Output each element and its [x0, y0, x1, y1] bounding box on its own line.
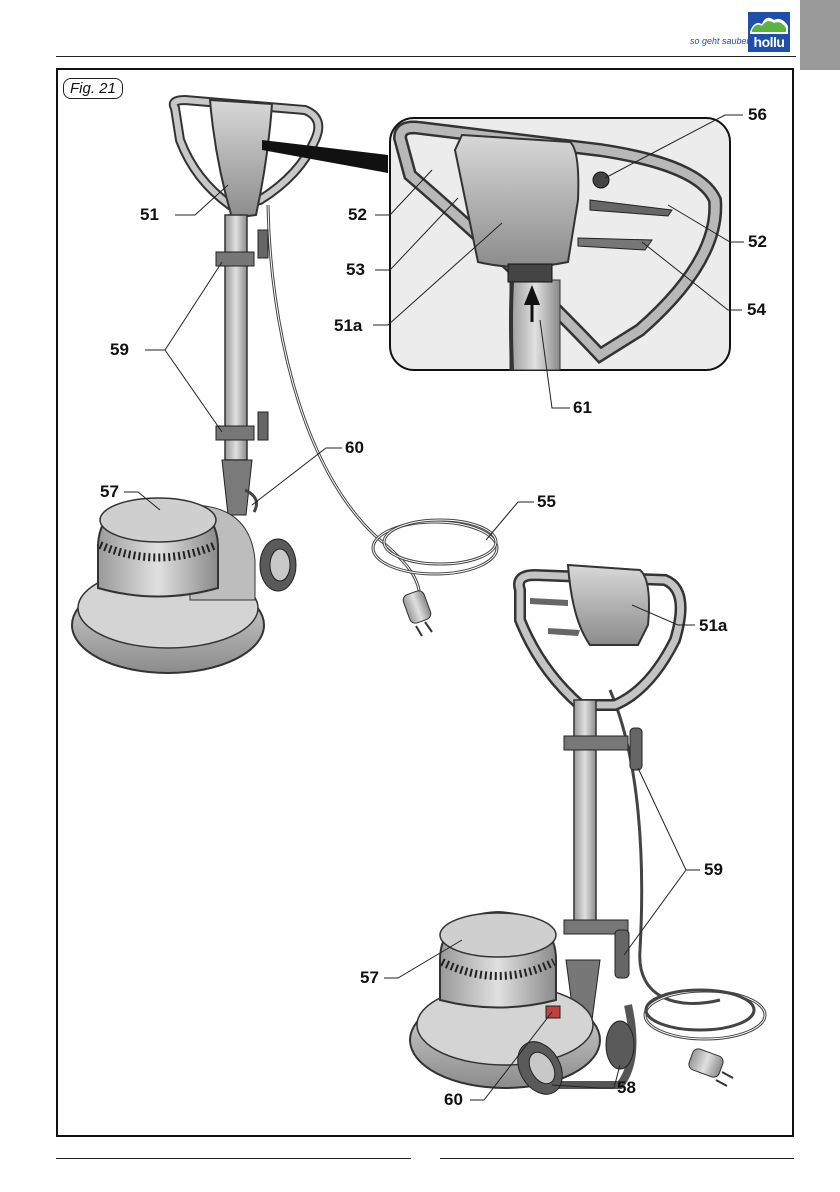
callout-51: 51 — [140, 205, 159, 225]
callout-58: 58 — [617, 1078, 636, 1098]
handle-detail-inset — [262, 118, 730, 370]
footer-rule-left — [56, 1158, 411, 1159]
callout-53: 53 — [346, 260, 365, 280]
figure-label: Fig. 21 — [63, 78, 123, 99]
callout-60-left: 60 — [345, 438, 364, 458]
callout-60-right: 60 — [444, 1090, 463, 1110]
callout-57-right: 57 — [360, 968, 379, 988]
callout-54: 54 — [747, 300, 766, 320]
footer-rule-right — [440, 1158, 794, 1159]
callout-51a-right: 51a — [699, 616, 727, 636]
callout-61: 61 — [573, 398, 592, 418]
callout-51a-top: 51a — [334, 316, 362, 336]
callout-59-left: 59 — [110, 340, 129, 360]
callout-55: 55 — [537, 492, 556, 512]
callout-59-right: 59 — [704, 860, 723, 880]
callout-52-left: 52 — [348, 205, 367, 225]
callout-52-right: 52 — [748, 232, 767, 252]
right-machine — [410, 565, 765, 1102]
callout-57-left: 57 — [100, 482, 119, 502]
callout-56: 56 — [748, 105, 767, 125]
